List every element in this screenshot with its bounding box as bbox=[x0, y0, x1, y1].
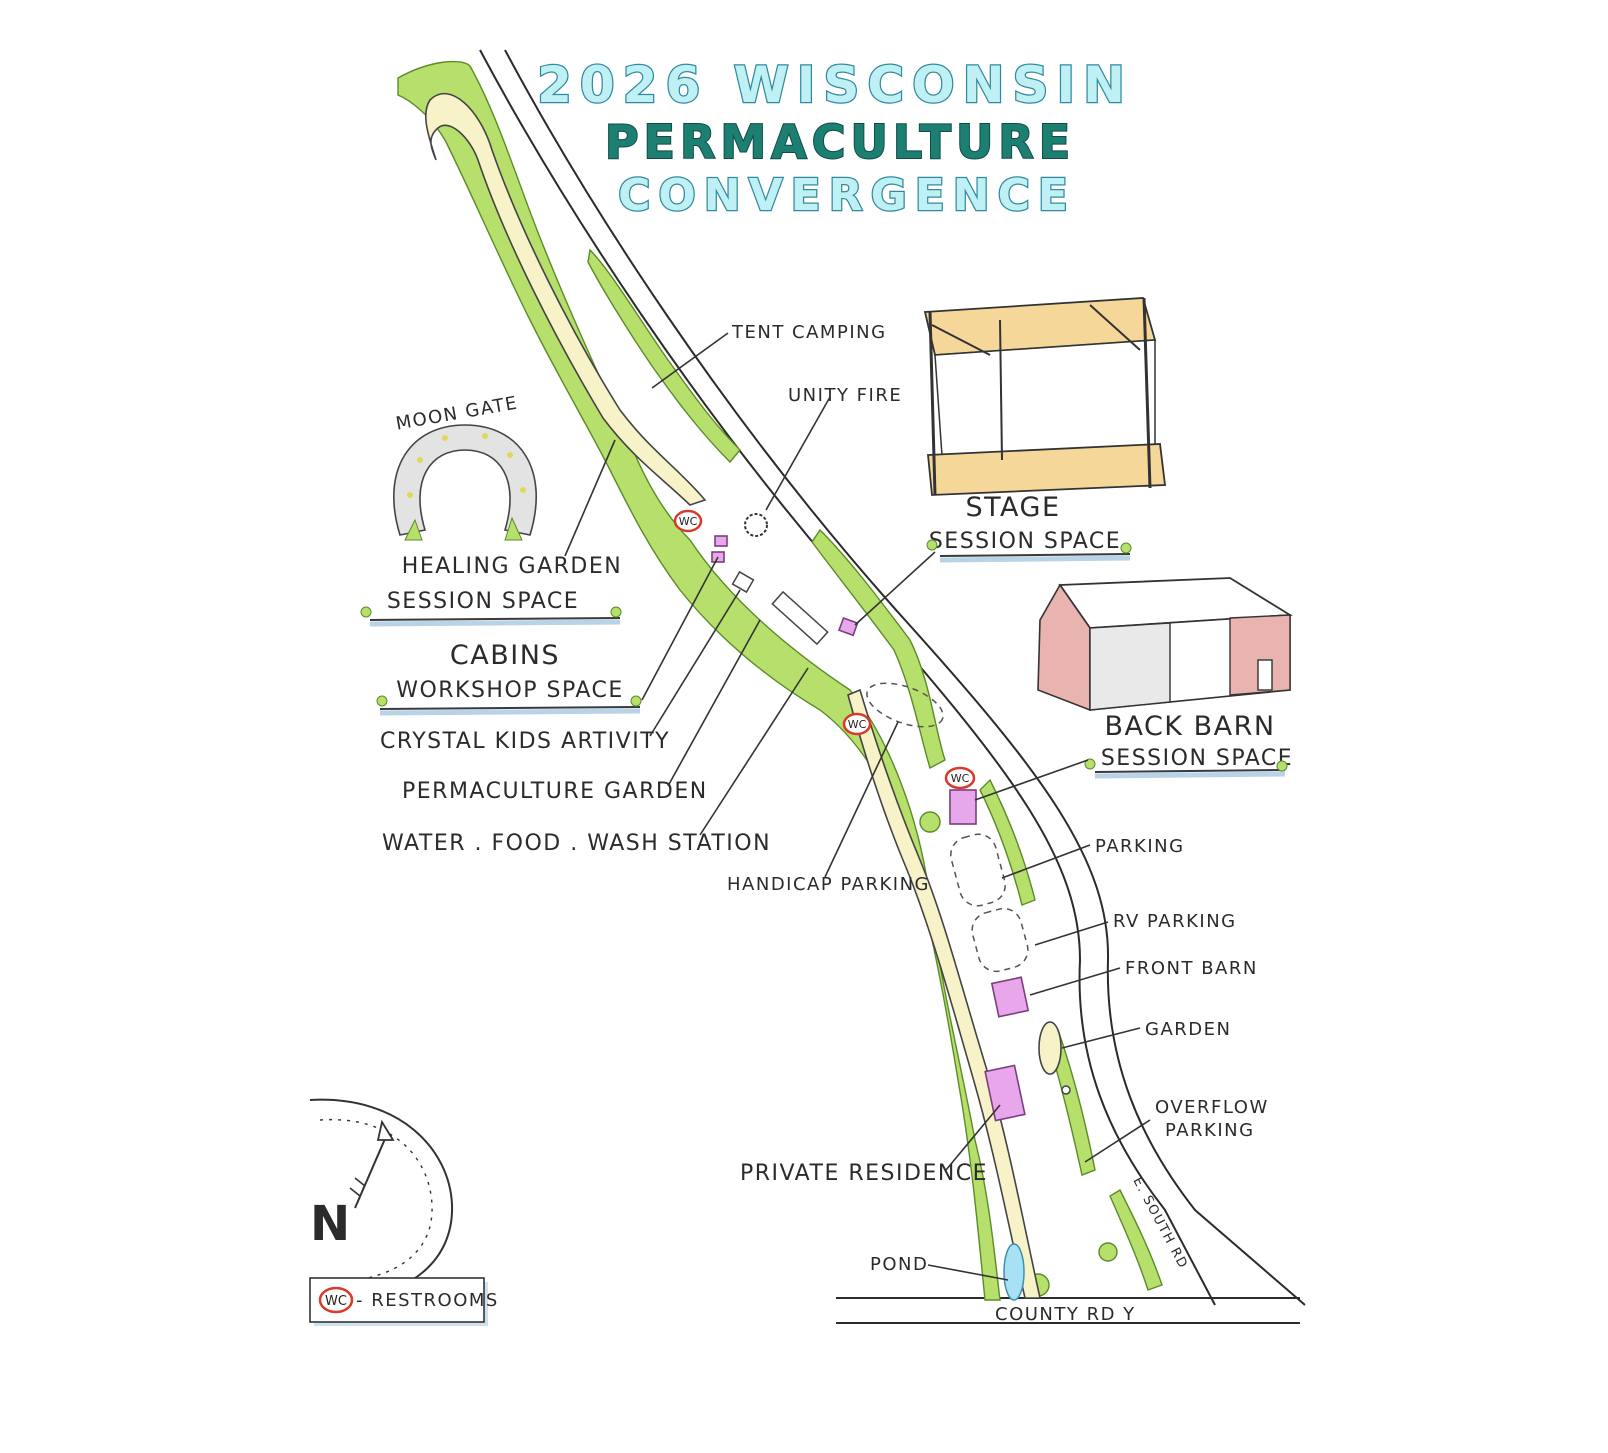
stage-marker bbox=[838, 616, 859, 637]
svg-text:WC: WC bbox=[848, 718, 867, 731]
overflow-label-line-2: PARKING bbox=[1165, 1120, 1255, 1141]
stage-sub-label: SESSION SPACE bbox=[929, 529, 1121, 554]
cabins-sub-label: WORKSHOP SPACE bbox=[396, 678, 624, 703]
compass-north-letter: N bbox=[310, 1196, 350, 1252]
svg-text:WC: WC bbox=[679, 515, 698, 528]
moon-gate-illustration bbox=[392, 424, 538, 541]
handicap-parking-area bbox=[866, 682, 944, 728]
county-rd-label: COUNTY RD Y bbox=[995, 1304, 1136, 1325]
leader-lines bbox=[564, 332, 1151, 1281]
stage-underline bbox=[926, 539, 1132, 563]
crystal-kids-marker bbox=[731, 570, 755, 594]
front-barn-label: FRONT BARN bbox=[1125, 958, 1258, 979]
back-barn-sub-label: SESSION SPACE bbox=[1101, 746, 1293, 771]
svg-text:WC: WC bbox=[951, 772, 970, 785]
wash-station-marker bbox=[771, 590, 829, 646]
county-road bbox=[836, 1297, 1300, 1324]
crystal-kids-label: CRYSTAL KIDS ARTIVITY bbox=[380, 729, 670, 754]
unity-fire-ring bbox=[744, 513, 768, 537]
title-line-1: 2026 WISCONSIN bbox=[537, 56, 1133, 114]
east-south-road bbox=[479, 49, 1306, 1306]
title-line-3: CONVERGENCE bbox=[618, 170, 1076, 221]
pond-label: POND bbox=[870, 1254, 928, 1275]
map-title: 2026 WISCONSIN PERMACULTURE CONVERGENCE bbox=[536, 55, 1133, 223]
restroom-marker-1: WC bbox=[673, 509, 703, 533]
back-barn-illustration bbox=[1037, 577, 1293, 712]
compass-arrow-icon bbox=[376, 1119, 395, 1141]
cabins-label: CABINS bbox=[450, 640, 560, 671]
front-barn-marker bbox=[990, 976, 1030, 1018]
restroom-marker-2: WC bbox=[842, 712, 872, 736]
parking-label: PARKING bbox=[1095, 836, 1185, 857]
private-residence-label: PRIVATE RESIDENCE bbox=[740, 1161, 988, 1186]
legend-restrooms-text: - RESTROOMS bbox=[356, 1290, 499, 1311]
handicap-parking-label: HANDICAP PARKING bbox=[727, 874, 930, 895]
private-residence-marker bbox=[984, 1064, 1026, 1122]
site-buildings bbox=[711, 513, 1071, 1301]
title-line-2: PERMACULTURE bbox=[605, 115, 1075, 169]
restroom-marker-3: WC bbox=[944, 766, 976, 790]
parking-area bbox=[950, 833, 1006, 907]
walking-path bbox=[424, 93, 1041, 1299]
back-barn-marker bbox=[949, 789, 977, 825]
healing-garden-sub-label: SESSION SPACE bbox=[387, 589, 579, 614]
compass-rose: N bbox=[309, 1098, 454, 1301]
back-barn-underline bbox=[1084, 758, 1288, 779]
overflow-label-line-1: OVERFLOW bbox=[1155, 1097, 1269, 1118]
back-barn-label: BACK BARN bbox=[1104, 711, 1275, 742]
healing-garden-label: HEALING GARDEN bbox=[402, 554, 622, 579]
pond bbox=[1003, 1243, 1025, 1301]
legend-wc-icon bbox=[318, 1286, 354, 1314]
restroom-legend: WC - RESTROOMS bbox=[309, 1277, 499, 1326]
rv-parking-area bbox=[971, 907, 1029, 973]
rv-parking-label: RV PARKING bbox=[1113, 911, 1237, 932]
cabins-underline bbox=[376, 695, 642, 716]
cabin-1 bbox=[714, 535, 728, 547]
parking-zones bbox=[866, 682, 1062, 1075]
permaculture-garden-label: PERMACULTURE GARDEN bbox=[402, 779, 708, 804]
legend-wc-text: WC bbox=[325, 1294, 347, 1309]
stage-illustration bbox=[923, 297, 1167, 496]
garden-bed bbox=[1038, 1021, 1062, 1075]
restroom-markers: WC WC WC bbox=[673, 509, 976, 790]
healing-garden-underline bbox=[360, 606, 622, 627]
unity-fire-label: UNITY FIRE bbox=[788, 385, 902, 406]
garden-label: GARDEN bbox=[1145, 1019, 1231, 1040]
stage-label: STAGE bbox=[965, 492, 1060, 523]
water-food-wash-label: WATER . FOOD . WASH STATION bbox=[382, 831, 771, 856]
tent-camping-label: TENT CAMPING bbox=[731, 322, 887, 343]
